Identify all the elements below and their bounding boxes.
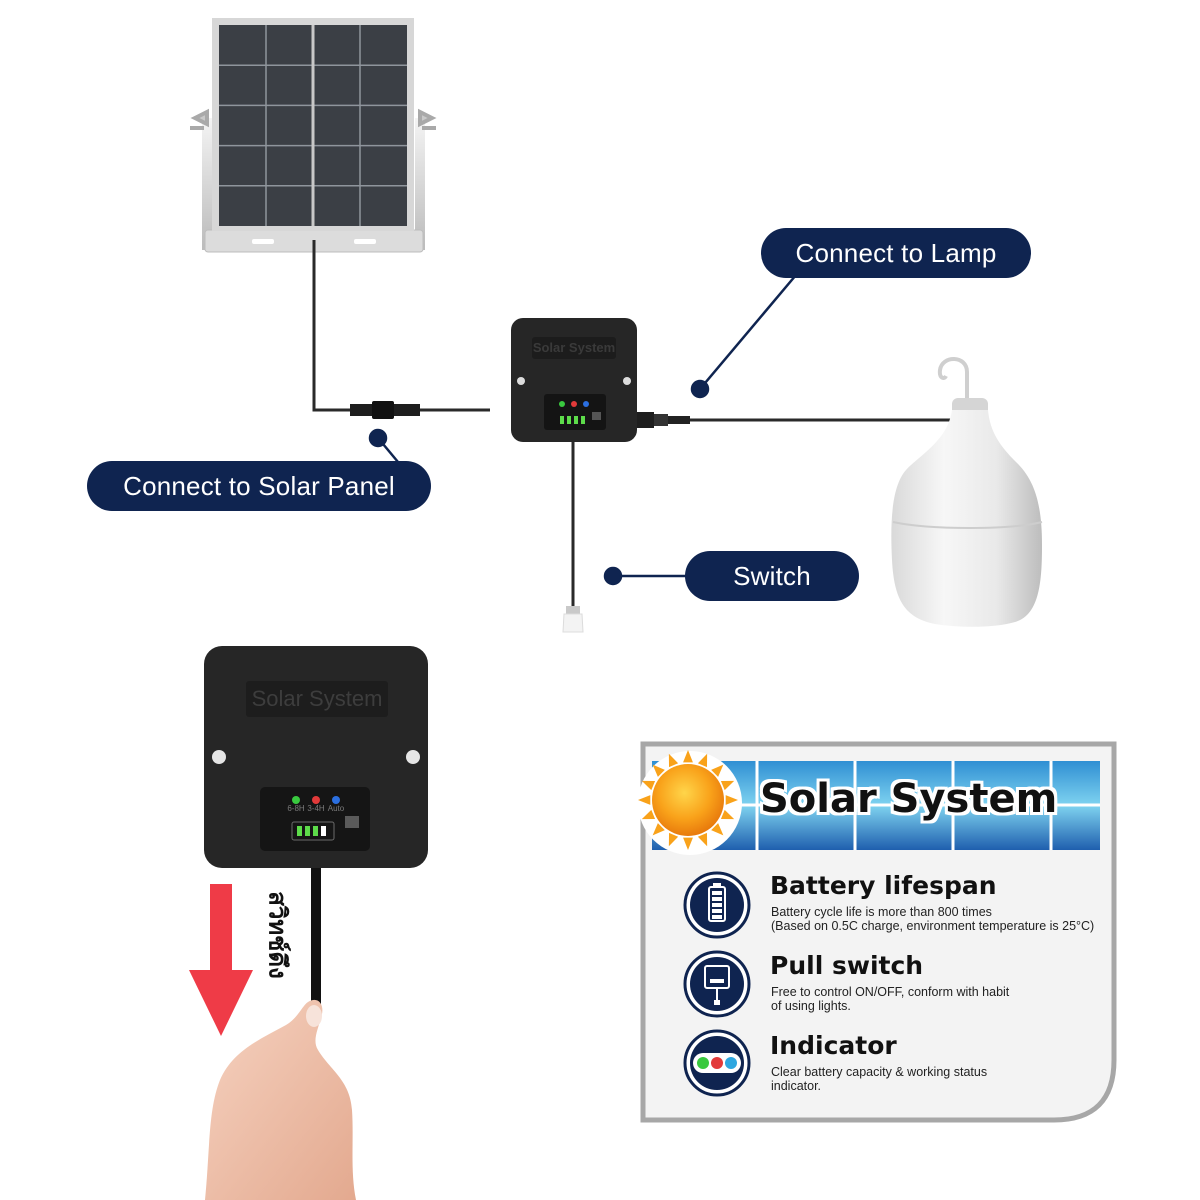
label-switch-text: Switch [733, 560, 811, 591]
label-leaders [368, 274, 797, 586]
controller-large-brand: Solar System [251, 686, 383, 711]
label-connect-lamp-text: Connect to Lamp [795, 237, 997, 268]
info-panel [638, 741, 1117, 1123]
feature-title-battery: Battery lifespan [770, 871, 997, 900]
feature-title-indicator: Indicator [770, 1031, 897, 1060]
led-red-icon [312, 796, 320, 804]
panel-knob-left-icon [190, 108, 209, 130]
label-connect-solar: Connect to Solar Panel [87, 461, 431, 511]
led-blue-icon [332, 796, 340, 804]
mode-label-3: Auto [327, 804, 345, 813]
pull-switch-icon [683, 950, 751, 1018]
cables [312, 240, 955, 608]
lamp-bulb [891, 357, 1043, 627]
feature-desc-pull-switch: Free to control ON/OFF, conform with hab… [771, 985, 1010, 1013]
controller-large [204, 646, 428, 868]
mode-label-2: 3-4H [307, 804, 325, 813]
feature-desc-indicator: Clear battery capacity & working status … [771, 1065, 988, 1093]
leader-dot-solar [368, 428, 388, 448]
hand-illustration [205, 999, 356, 1200]
battery-icon [683, 871, 751, 939]
mode-label-1: 6-8H [287, 804, 305, 813]
label-switch: Switch [685, 551, 859, 601]
indicator-icon [683, 1029, 751, 1097]
pull-switch-thai-label: สวิทช์ดึง [258, 880, 298, 990]
leader-dot-switch [603, 566, 623, 586]
pull-down-arrow-icon [189, 884, 253, 1036]
lamp-connector [636, 412, 690, 428]
info-panel-title: Solar System [760, 776, 1058, 822]
controller-small [511, 318, 637, 442]
panel-knob-right-icon [418, 108, 437, 130]
sun-icon [638, 750, 742, 855]
led-green-icon [292, 796, 300, 804]
label-connect-solar-text: Connect to Solar Panel [123, 470, 395, 501]
label-connect-lamp: Connect to Lamp [761, 228, 1031, 278]
solar-panel [190, 18, 437, 253]
pull-switch-thai-text: สวิทช์ดึง [263, 891, 292, 979]
solar-connector [350, 401, 420, 419]
controller-small-brand: Solar System [532, 340, 616, 355]
leader-dot-lamp [690, 379, 710, 399]
feature-title-pull-switch: Pull switch [770, 951, 924, 980]
feature-desc-battery: Battery cycle life is more than 800 time… [771, 905, 1095, 933]
pull-switch-handle [562, 606, 584, 633]
